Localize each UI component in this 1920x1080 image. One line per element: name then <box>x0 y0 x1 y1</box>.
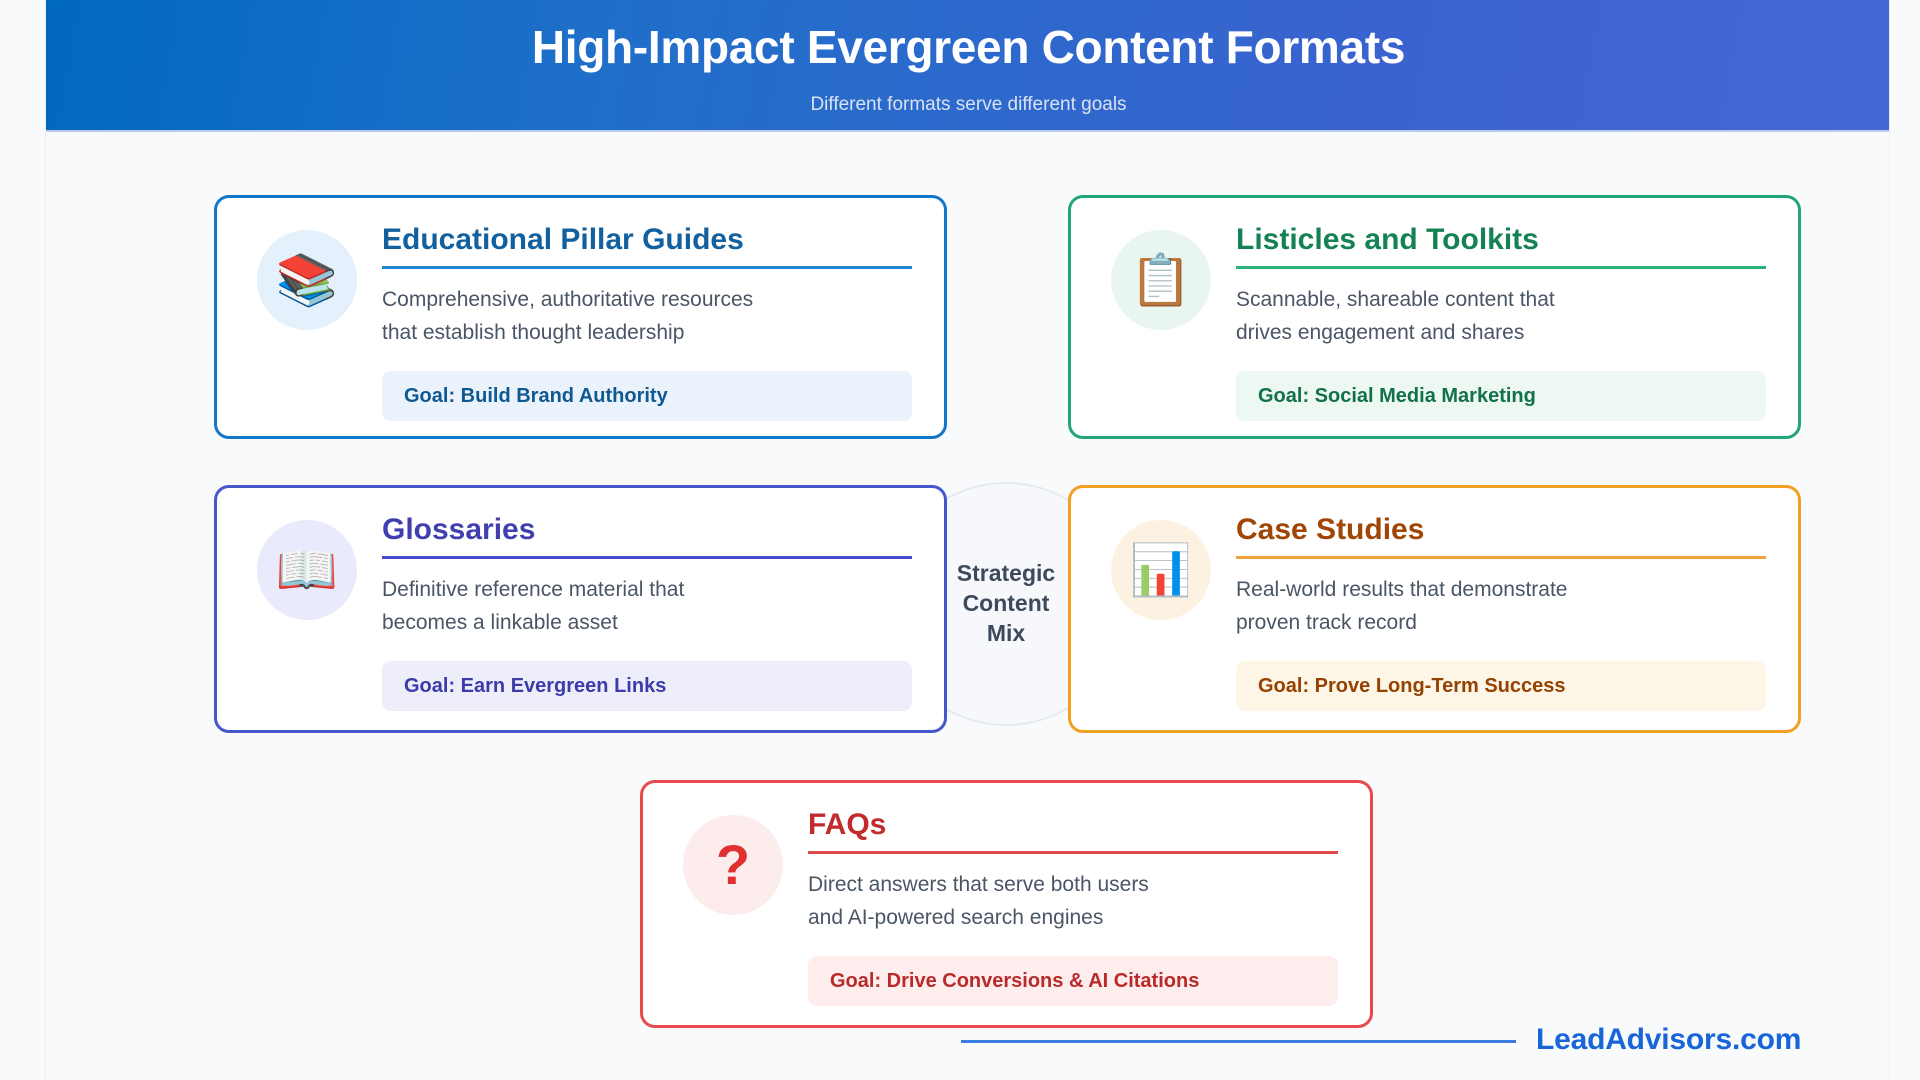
goal-badge: Goal: Prove Long-Term Success <box>1236 661 1766 711</box>
page-title: High-Impact Evergreen Content Formats <box>531 21 1406 73</box>
goal-badge: Goal: Drive Conversions & AI Citations <box>808 956 1338 1006</box>
card-description: Definitive reference material that becom… <box>382 573 842 639</box>
card-body: Case Studies Real-world results that dem… <box>1236 510 1766 711</box>
card-body: Listicles and Toolkits Scannable, sharea… <box>1236 220 1766 421</box>
card-description: Direct answers that serve both users and… <box>808 868 1268 934</box>
card-glossaries[interactable]: 📖 Glossaries Definitive reference materi… <box>214 485 947 733</box>
card-faqs[interactable]: ? FAQs Direct answers that serve both us… <box>640 780 1373 1028</box>
card-description-line-2: becomes a linkable asset <box>382 611 618 634</box>
books-icon: 📚 <box>257 230 357 330</box>
clipboard-icon: 📋 <box>1111 230 1211 330</box>
card-description-line-2: that establish thought leadership <box>382 321 685 344</box>
infographic-sheet: High-Impact Evergreen Content Formats Di… <box>45 0 1890 1080</box>
card-description-line-1: Definitive reference material that <box>382 578 685 601</box>
bar-chart-icon: 📊 <box>1111 520 1211 620</box>
hub-label: Strategic Content Mix <box>886 558 1126 648</box>
card-description-line-2: and AI-powered search engines <box>808 906 1104 929</box>
card-educational-pillar-guides[interactable]: 📚 Educational Pillar Guides Comprehensiv… <box>214 195 947 439</box>
card-title: Listicles and Toolkits <box>1236 220 1766 269</box>
card-title: Glossaries <box>382 510 912 559</box>
hub-label-line-1: Strategic <box>956 560 1056 586</box>
header-band: High-Impact Evergreen Content Formats Di… <box>46 0 1889 132</box>
card-description-line-2: drives engagement and shares <box>1236 321 1525 344</box>
card-title: Educational Pillar Guides <box>382 220 912 269</box>
brand-wordmark: LeadAdvisors.com <box>1536 1023 1802 1056</box>
card-body: FAQs Direct answers that serve both user… <box>808 805 1338 1006</box>
card-description: Real-world results that demonstrate prov… <box>1236 573 1696 639</box>
open-book-icon: 📖 <box>257 520 357 620</box>
footer: LeadAdvisors.com <box>46 1018 1889 1080</box>
card-body: Glossaries Definitive reference material… <box>382 510 912 711</box>
card-description-line-2: proven track record <box>1236 611 1417 634</box>
card-listicles-and-toolkits[interactable]: 📋 Listicles and Toolkits Scannable, shar… <box>1068 195 1801 439</box>
card-description-line-1: Scannable, shareable content that <box>1236 288 1555 311</box>
card-body: Educational Pillar Guides Comprehensive,… <box>382 220 912 421</box>
page-subtitle: Different formats serve different goals <box>810 94 1127 115</box>
card-description-line-1: Comprehensive, authoritative resources <box>382 288 754 311</box>
hub-label-line-2: Content <box>962 590 1050 616</box>
card-description-line-1: Direct answers that serve both users <box>808 873 1149 896</box>
goal-badge: Goal: Social Media Marketing <box>1236 371 1766 421</box>
card-description: Scannable, shareable content that drives… <box>1236 283 1696 349</box>
footer-divider <box>961 1040 1516 1043</box>
card-description-line-1: Real-world results that demonstrate <box>1236 578 1568 601</box>
goal-badge: Goal: Earn Evergreen Links <box>382 661 912 711</box>
card-title: FAQs <box>808 805 1338 854</box>
question-mark-icon: ? <box>683 815 783 915</box>
card-case-studies[interactable]: 📊 Case Studies Real-world results that d… <box>1068 485 1801 733</box>
card-description: Comprehensive, authoritative resources t… <box>382 283 842 349</box>
goal-badge: Goal: Build Brand Authority <box>382 371 912 421</box>
hub-label-line-3: Mix <box>986 620 1026 646</box>
card-title: Case Studies <box>1236 510 1766 559</box>
